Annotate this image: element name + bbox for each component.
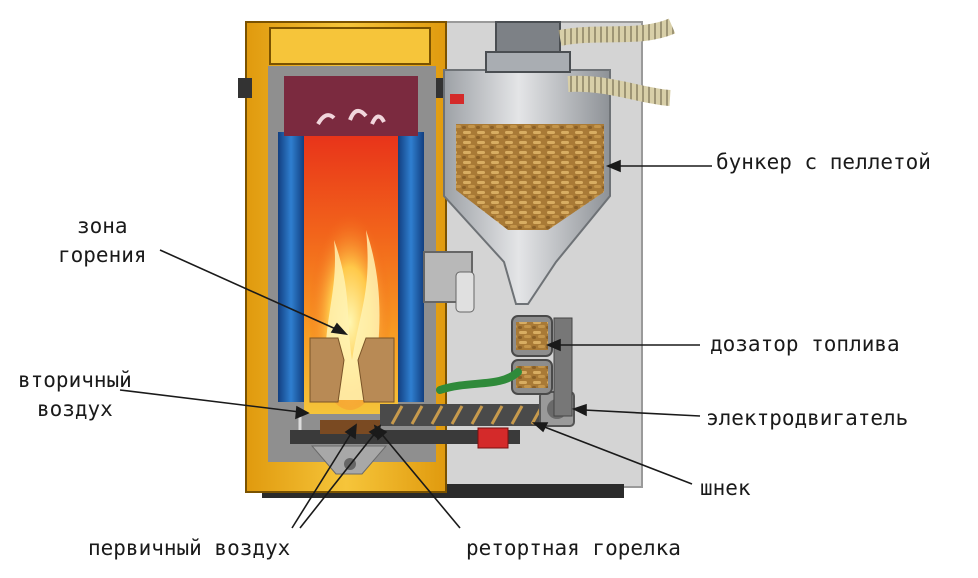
refractory-brick-left <box>309 337 345 403</box>
leader-electric-motor <box>583 409 701 417</box>
label-combustion-zone-line2: горения <box>58 243 147 267</box>
refractory-brick-right <box>357 337 395 403</box>
arrowhead-combustion-zone <box>330 322 349 336</box>
arrowhead-pellet-hopper <box>605 159 621 173</box>
leader-primary-air-a <box>291 431 353 529</box>
label-secondary-air-line1: вторичный <box>18 368 132 392</box>
hopper-cyclone <box>485 51 571 73</box>
leader-lines <box>119 159 712 529</box>
label-pellet-hopper: бункер с пеллетой <box>716 150 931 174</box>
auger-screw <box>390 405 544 425</box>
sensor-cylinder <box>455 271 475 313</box>
door-hinge <box>238 78 252 98</box>
arrowhead-electric-motor <box>571 403 587 417</box>
label-combustion-zone: зона горения <box>58 216 147 266</box>
water-jacket-right <box>398 132 424 402</box>
suction-hose-bottom <box>567 75 671 106</box>
leader-combustion-zone <box>159 249 339 331</box>
hopper-lid <box>495 21 561 53</box>
power-cable <box>436 368 522 394</box>
gas-flow-arrow-3 <box>370 114 386 125</box>
leader-auger <box>541 425 693 485</box>
label-secondary-air-line2: воздух <box>36 397 113 421</box>
leader-retort-burner <box>379 431 461 529</box>
label-retort-burner: ретортная горелка <box>466 536 681 560</box>
hopper-pellets <box>456 124 604 230</box>
arrowhead-secondary-air <box>295 405 310 420</box>
hopper-valve <box>450 94 464 104</box>
leader-secondary-air <box>119 389 301 413</box>
dispenser-pellets <box>516 322 548 350</box>
arrowhead-fuel-dispenser <box>545 338 561 352</box>
arrowhead-retort-burner <box>373 424 388 441</box>
label-combustion-zone-line1: зона <box>76 214 128 238</box>
arrowhead-auger <box>531 422 549 433</box>
flue-gas-zone <box>284 76 418 136</box>
arrowhead-primary-air-a <box>344 423 357 440</box>
suction-hose-top <box>558 18 676 46</box>
auger-tube <box>380 404 550 426</box>
casing-top-cover <box>269 27 431 65</box>
label-primary-air: первичный воздух <box>88 536 291 560</box>
auger-motor <box>477 427 509 449</box>
dispenser-lower-pellets <box>516 366 548 388</box>
label-electric-motor: электродвигатель <box>706 406 909 430</box>
gas-flow-arrow-1 <box>316 113 336 126</box>
retort-burner-head <box>320 420 380 434</box>
leader-primary-air-b <box>299 431 377 529</box>
water-jacket-left <box>278 132 304 402</box>
label-auger: шнек <box>700 476 751 500</box>
chain-drive <box>553 317 573 417</box>
label-secondary-air: вторичный воздух <box>18 370 132 420</box>
gas-flow-arrow-2 <box>348 108 368 121</box>
label-fuel-dispenser: дозатор топлива <box>710 332 900 356</box>
